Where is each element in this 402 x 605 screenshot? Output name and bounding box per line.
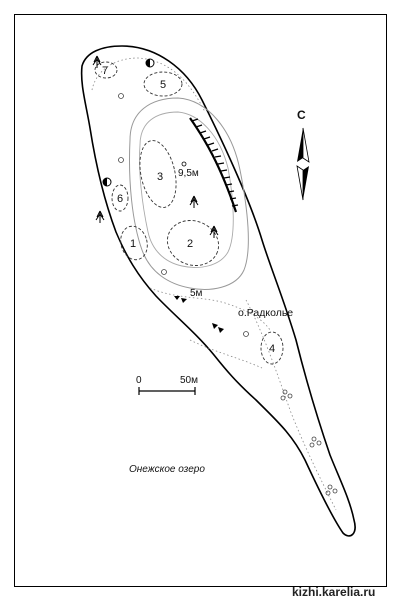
island-outline [80,45,356,537]
boulder-cluster-icon [309,436,322,448]
tree-icon [95,210,105,223]
scale-bar [138,387,196,395]
contour-inner [139,111,234,268]
ring-icon [118,157,124,163]
triangle-marker-icon [218,327,224,333]
zone-label-6: 6 [117,193,123,205]
stone-icon [102,177,112,187]
zone-label-2: 2 [187,238,193,250]
zone-label-7: 7 [102,65,108,77]
zone-4-outline [260,331,284,365]
tree-icon [189,195,199,208]
cliff-line [189,117,238,213]
zone-label-5: 5 [160,79,166,91]
tree-icon [209,225,219,238]
peak-marker [181,161,187,167]
island-name-label: о.Радколье [238,307,293,319]
zone-label-1: 1 [130,238,136,250]
scale-end-label: 50м [180,375,198,386]
contour-elevation-label: 5м [190,288,203,299]
cliff-hatching [191,118,239,207]
watermark: kizhi.karelia.ru [292,585,375,599]
ring-icon [243,331,249,337]
zone-7-outline [94,61,118,79]
peak-elevation-label: 9,5м [178,168,199,179]
map-border [14,14,387,587]
ring-icon [161,269,167,275]
north-arrow [296,127,310,201]
coastal-dotted-line [91,57,206,113]
zone-label-4: 4 [269,343,275,355]
contour-5m [129,97,249,290]
tree-icon [92,55,102,68]
zone-1-outline [120,225,148,261]
coastal-dotted-line-south [245,299,337,511]
lake-label: Онежское озеро [129,464,205,475]
triangle-marker-icon [181,298,187,303]
zone-2-outline [166,220,220,266]
zone-5-outline [143,71,183,97]
ring-icon [118,93,124,99]
zone-3-outline [139,140,177,208]
triangle-marker-icon [212,323,218,329]
north-label: С [297,108,306,122]
boulder-cluster-icon [280,389,293,401]
stone-icon [145,58,155,68]
zone-label-3: 3 [157,171,163,183]
zone-6-outline [111,184,129,212]
boulder-cluster-icon [325,484,338,496]
scale-start-label: 0 [136,375,142,386]
triangle-marker-icon [174,296,180,300]
